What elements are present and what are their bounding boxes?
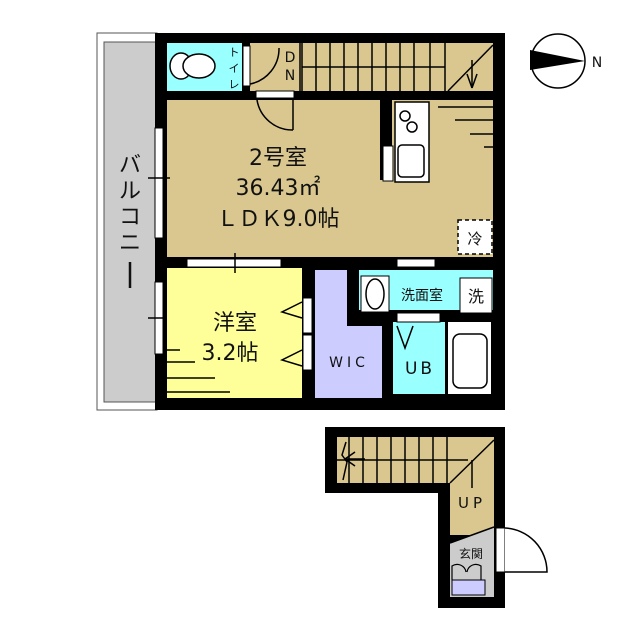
fridge-space xyxy=(457,219,493,255)
washer-space xyxy=(459,277,493,314)
western-room-size: 3.2帖 xyxy=(202,341,259,366)
north-arrow-icon xyxy=(530,50,585,70)
ub-door xyxy=(396,312,441,323)
washroom-label: 洗面室 xyxy=(401,287,443,304)
dn-label-n: N xyxy=(285,68,295,84)
stairs-above-lines xyxy=(438,106,493,148)
western-room-sliding-door xyxy=(186,253,282,273)
shoe-cabinet xyxy=(451,563,486,596)
stair-treads-down xyxy=(301,43,494,92)
western-room-lines xyxy=(167,349,230,393)
toilet-door xyxy=(242,45,251,87)
unit-bath-room xyxy=(393,322,445,394)
room-area: 36.43㎡ xyxy=(236,175,321,201)
balcony-label-3: コ xyxy=(119,205,141,230)
balcony-label-4: ニ xyxy=(119,231,141,256)
entrance-label: 玄関 xyxy=(459,546,483,561)
washroom-sliding-door xyxy=(396,258,482,268)
western-room xyxy=(167,268,302,398)
ldk-door xyxy=(255,90,295,99)
up-label: UP xyxy=(458,494,486,512)
dn-label-d: D xyxy=(285,50,296,66)
wic-room xyxy=(315,270,382,398)
toilet-label-3: レ xyxy=(229,78,240,91)
toilet-icon xyxy=(169,52,216,80)
balcony-label-1: バ xyxy=(119,153,141,178)
ub-label: UB xyxy=(405,359,435,379)
fridge-label: 冷 xyxy=(467,230,482,248)
door-swing xyxy=(249,47,280,85)
balcony-label-2: ル xyxy=(119,179,141,204)
ldk-window xyxy=(148,127,170,239)
room-number: 2号室 xyxy=(249,146,307,171)
entrance-door xyxy=(495,527,548,573)
compass: N xyxy=(530,33,602,89)
toilet-label-2: イ xyxy=(229,62,240,75)
north-label: N xyxy=(592,55,602,71)
wic-label: WIC xyxy=(329,355,369,371)
western-window xyxy=(148,281,170,355)
bathtub-icon xyxy=(452,333,488,389)
toilet-label-1: ト xyxy=(229,46,240,59)
stair-treads-up xyxy=(337,437,495,488)
kitchen-counter xyxy=(382,101,430,183)
balcony xyxy=(96,32,158,411)
washer-label: 洗 xyxy=(468,287,484,306)
sink-icon xyxy=(360,275,390,313)
stairs-up-landing xyxy=(450,483,494,535)
ldk-room xyxy=(167,100,493,257)
wic-doors xyxy=(279,297,313,371)
ldk-size: ＬＤＫ9.0帖 xyxy=(217,207,340,232)
western-room-name: 洋室 xyxy=(213,311,257,336)
